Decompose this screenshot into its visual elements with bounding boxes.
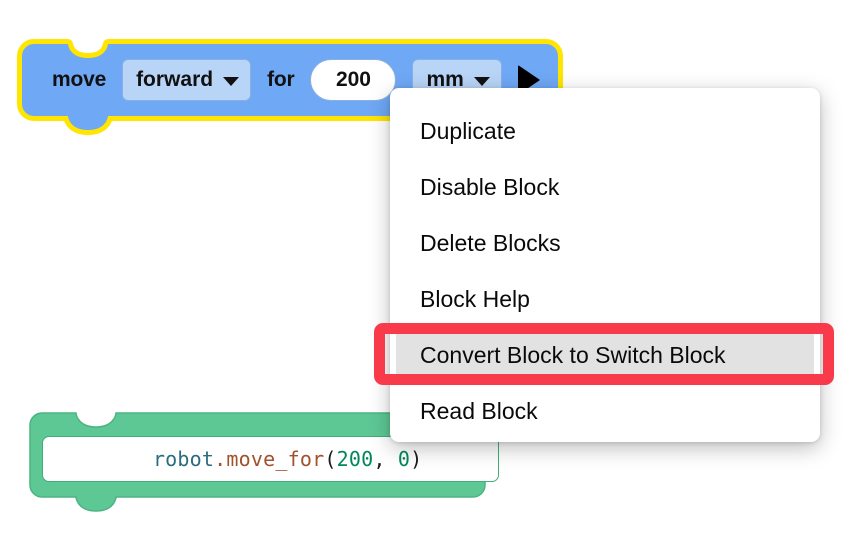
menu-item-label: Convert Block to Switch Block: [420, 341, 726, 368]
code-token-comma: ,: [373, 447, 398, 471]
block-context-menu[interactable]: Duplicate Disable Block Delete Blocks Bl…: [390, 88, 820, 442]
code-token-open-paren: (: [324, 447, 337, 471]
chevron-down-icon: [223, 76, 240, 86]
play-triangle-icon[interactable]: [517, 65, 540, 95]
distance-input[interactable]: 200: [310, 59, 397, 101]
menu-item-label: Read Block: [420, 397, 538, 424]
direction-dropdown-value: forward: [136, 68, 214, 91]
menu-item-convert-block-to-switch-block[interactable]: Convert Block to Switch Block: [396, 333, 814, 377]
menu-item-label: Duplicate: [420, 117, 516, 144]
direction-dropdown[interactable]: forward: [122, 59, 252, 101]
code-token-arg2: 0: [397, 447, 411, 471]
code-token-arg1: 200: [336, 447, 374, 471]
code-token-dot: .: [214, 447, 227, 471]
distance-input-value: 200: [335, 68, 371, 91]
menu-item-delete-blocks[interactable]: Delete Blocks: [390, 221, 820, 265]
code-token-function: move_for: [226, 447, 325, 471]
code-token-object: robot: [152, 447, 215, 471]
code-token-close-paren: ): [410, 447, 423, 471]
code-input-field[interactable]: robot.move_for(200, 0): [42, 436, 499, 482]
menu-item-label: Disable Block: [420, 173, 560, 200]
menu-item-block-help[interactable]: Block Help: [390, 277, 820, 321]
menu-item-read-block[interactable]: Read Block: [390, 389, 820, 433]
code-block[interactable]: robot.move_for(200, 0): [29, 412, 499, 524]
chevron-down-icon: [473, 76, 490, 86]
unit-dropdown-value: mm: [426, 68, 464, 91]
menu-item-disable-block[interactable]: Disable Block: [390, 165, 820, 209]
menu-item-duplicate[interactable]: Duplicate: [390, 109, 820, 153]
move-block-label-move: move: [52, 68, 107, 91]
move-block-label-for: for: [267, 68, 295, 91]
menu-item-label: Delete Blocks: [420, 229, 561, 256]
code-text: robot.move_for(200, 0): [55, 423, 422, 495]
menu-item-label: Block Help: [420, 285, 530, 312]
